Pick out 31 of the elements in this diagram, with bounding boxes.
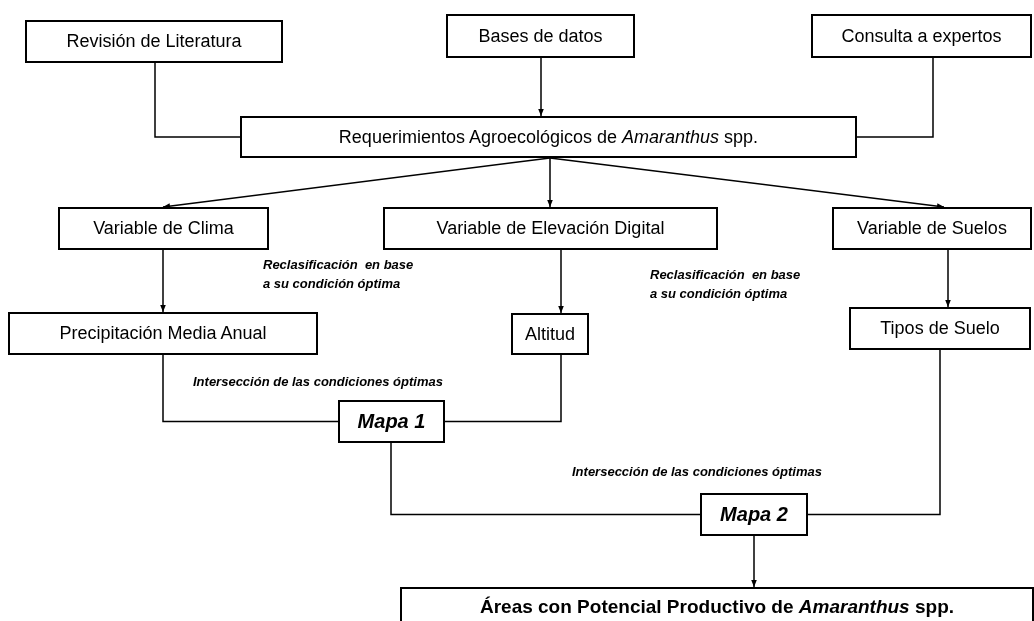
arrow bbox=[945, 249, 951, 308]
annotation-text: Intersección de las condiciones óptimas bbox=[193, 373, 443, 391]
process-box: Precipitación Media Anual bbox=[8, 312, 318, 355]
connector-line bbox=[162, 354, 339, 423]
process-box: Tipos de Suelo bbox=[849, 307, 1031, 350]
arrow bbox=[538, 57, 544, 117]
process-box: Requerimientos Agroecológicos de Amaranthus spp. bbox=[240, 116, 857, 158]
process-box: Áreas con Potencial Productivo de Amaranthus spp. bbox=[400, 587, 1034, 621]
annotation-text: Reclasificación en base a su condición óptima bbox=[650, 266, 802, 303]
connector-line bbox=[154, 62, 241, 138]
arrow bbox=[162, 157, 551, 209]
connector-line bbox=[807, 349, 941, 516]
process-box: Mapa 2 bbox=[700, 493, 808, 536]
connector-line bbox=[390, 442, 701, 516]
annotation-text: Reclasificación en base a su condición óptima bbox=[263, 256, 415, 293]
arrow bbox=[751, 535, 757, 588]
process-box: Revisión de Literatura bbox=[25, 20, 283, 63]
process-box: Variable de Elevación Digital bbox=[383, 207, 718, 250]
process-box: Bases de datos bbox=[446, 14, 635, 58]
connector-line bbox=[856, 57, 934, 138]
arrow bbox=[549, 157, 945, 209]
arrow bbox=[547, 157, 553, 208]
process-box: Variable de Clima bbox=[58, 207, 269, 250]
arrow bbox=[160, 249, 166, 313]
arrow bbox=[558, 249, 564, 314]
process-box: Consulta a expertos bbox=[811, 14, 1032, 58]
process-box: Variable de Suelos bbox=[832, 207, 1032, 250]
connector-line bbox=[444, 354, 562, 423]
process-box: Altitud bbox=[511, 313, 589, 355]
process-box: Mapa 1 bbox=[338, 400, 445, 443]
annotation-text: Intersección de las condiciones óptimas bbox=[572, 463, 822, 481]
